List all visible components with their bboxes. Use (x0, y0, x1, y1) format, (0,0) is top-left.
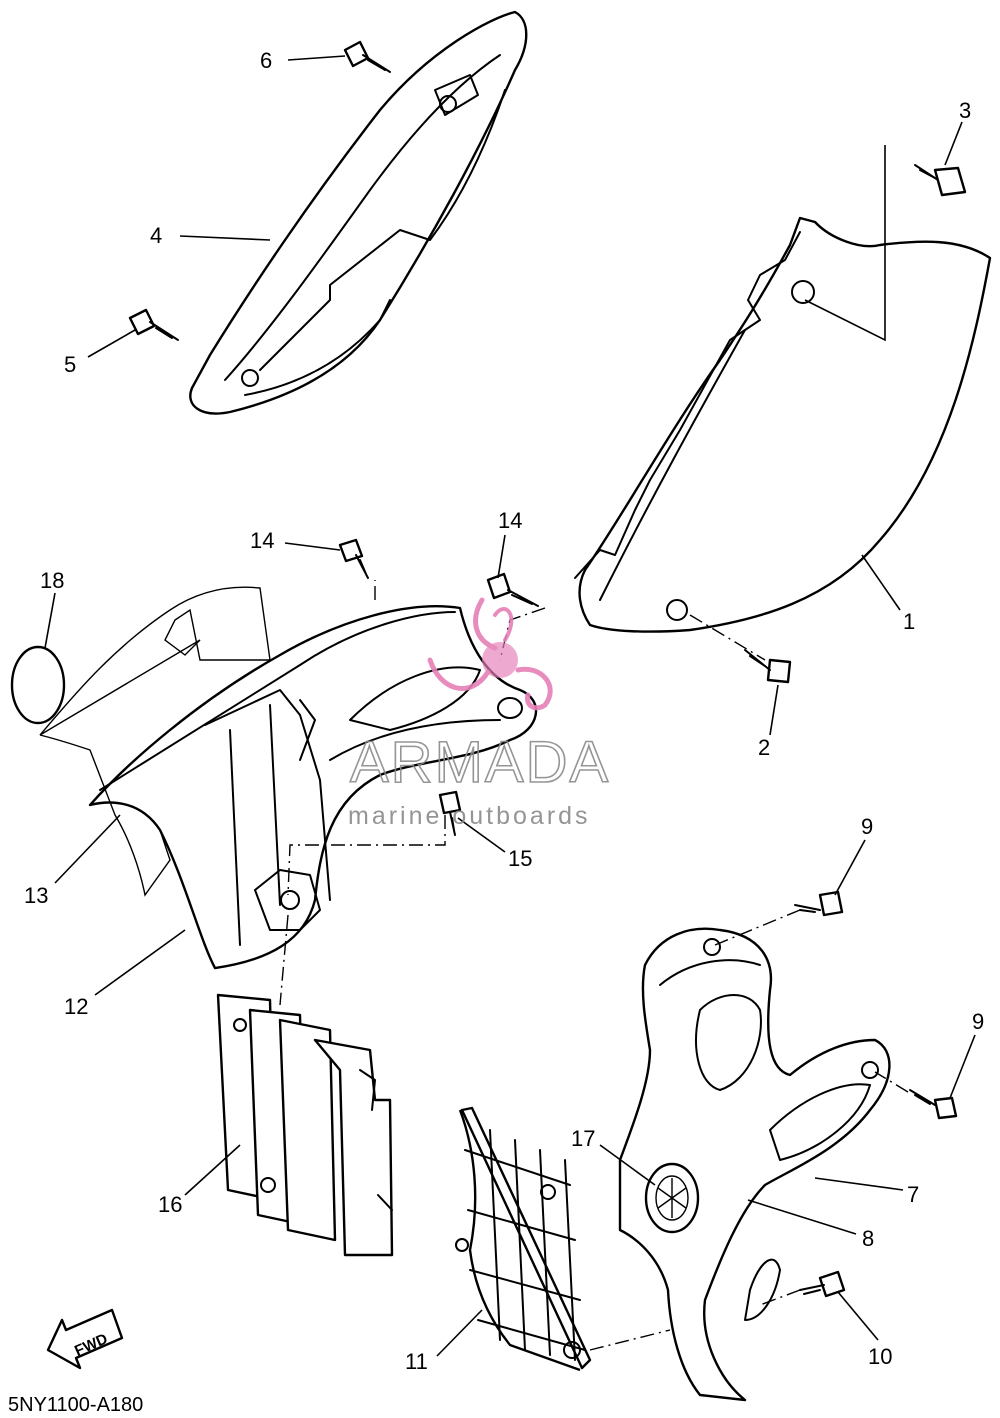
part-16-radiator-guard (216, 993, 394, 1257)
callout-17: 17 (571, 1126, 595, 1151)
diagram-code: 5NY1100-A180 (8, 1394, 143, 1416)
part-1-side-cover (574, 216, 992, 633)
bolt-14-right (486, 572, 539, 607)
bolt-10 (799, 1270, 846, 1298)
bolt-3 (914, 164, 967, 197)
part-12-radiator-shroud (88, 605, 538, 970)
callout-2: 2 (758, 735, 770, 760)
fwd-arrow: FWD (46, 1308, 124, 1370)
callout-5: 5 (64, 352, 76, 377)
leader-lines (44, 55, 976, 1357)
callout-9-upper: 9 (861, 814, 873, 839)
part-17-emblem (644, 1162, 700, 1234)
callout-14-left: 14 (250, 528, 274, 553)
callout-16: 16 (158, 1192, 182, 1217)
callout-4: 4 (150, 223, 162, 248)
callout-6: 6 (260, 48, 272, 73)
callout-11: 11 (405, 1349, 428, 1374)
callout-9-lower: 9 (972, 1009, 984, 1034)
callout-labels: 1 2 3 4 5 6 7 8 9 9 10 11 12 13 14 14 15… (24, 48, 984, 1374)
part-11-radiator-grille (455, 1106, 592, 1372)
callout-15: 15 (508, 846, 532, 871)
callout-8: 8 (862, 1226, 874, 1251)
bolt-6 (343, 40, 391, 73)
callout-7: 7 (907, 1182, 919, 1207)
watermark-tagline: marine outboards (348, 802, 591, 830)
part-4-upper-cover (189, 10, 528, 415)
watermark-logo (427, 597, 553, 711)
callout-13: 13 (24, 883, 48, 908)
bolt-9-upper (794, 890, 844, 917)
bolt-15 (438, 790, 462, 836)
callout-14-right: 14 (498, 508, 522, 533)
callout-1: 1 (903, 609, 915, 634)
callout-10: 10 (868, 1344, 892, 1369)
callout-18: 18 (40, 568, 64, 593)
part-18-emblem (10, 645, 66, 725)
bolt-14-left (338, 538, 369, 579)
bolt-9-lower (909, 1089, 958, 1120)
part-7-side-shroud (618, 927, 891, 1402)
bolt-2 (744, 649, 792, 684)
watermark: ARMADA marine outboards (348, 597, 610, 830)
watermark-brand: ARMADA (350, 730, 610, 795)
bolt-5 (128, 308, 179, 341)
callout-12: 12 (64, 994, 88, 1019)
callout-3: 3 (959, 98, 971, 123)
